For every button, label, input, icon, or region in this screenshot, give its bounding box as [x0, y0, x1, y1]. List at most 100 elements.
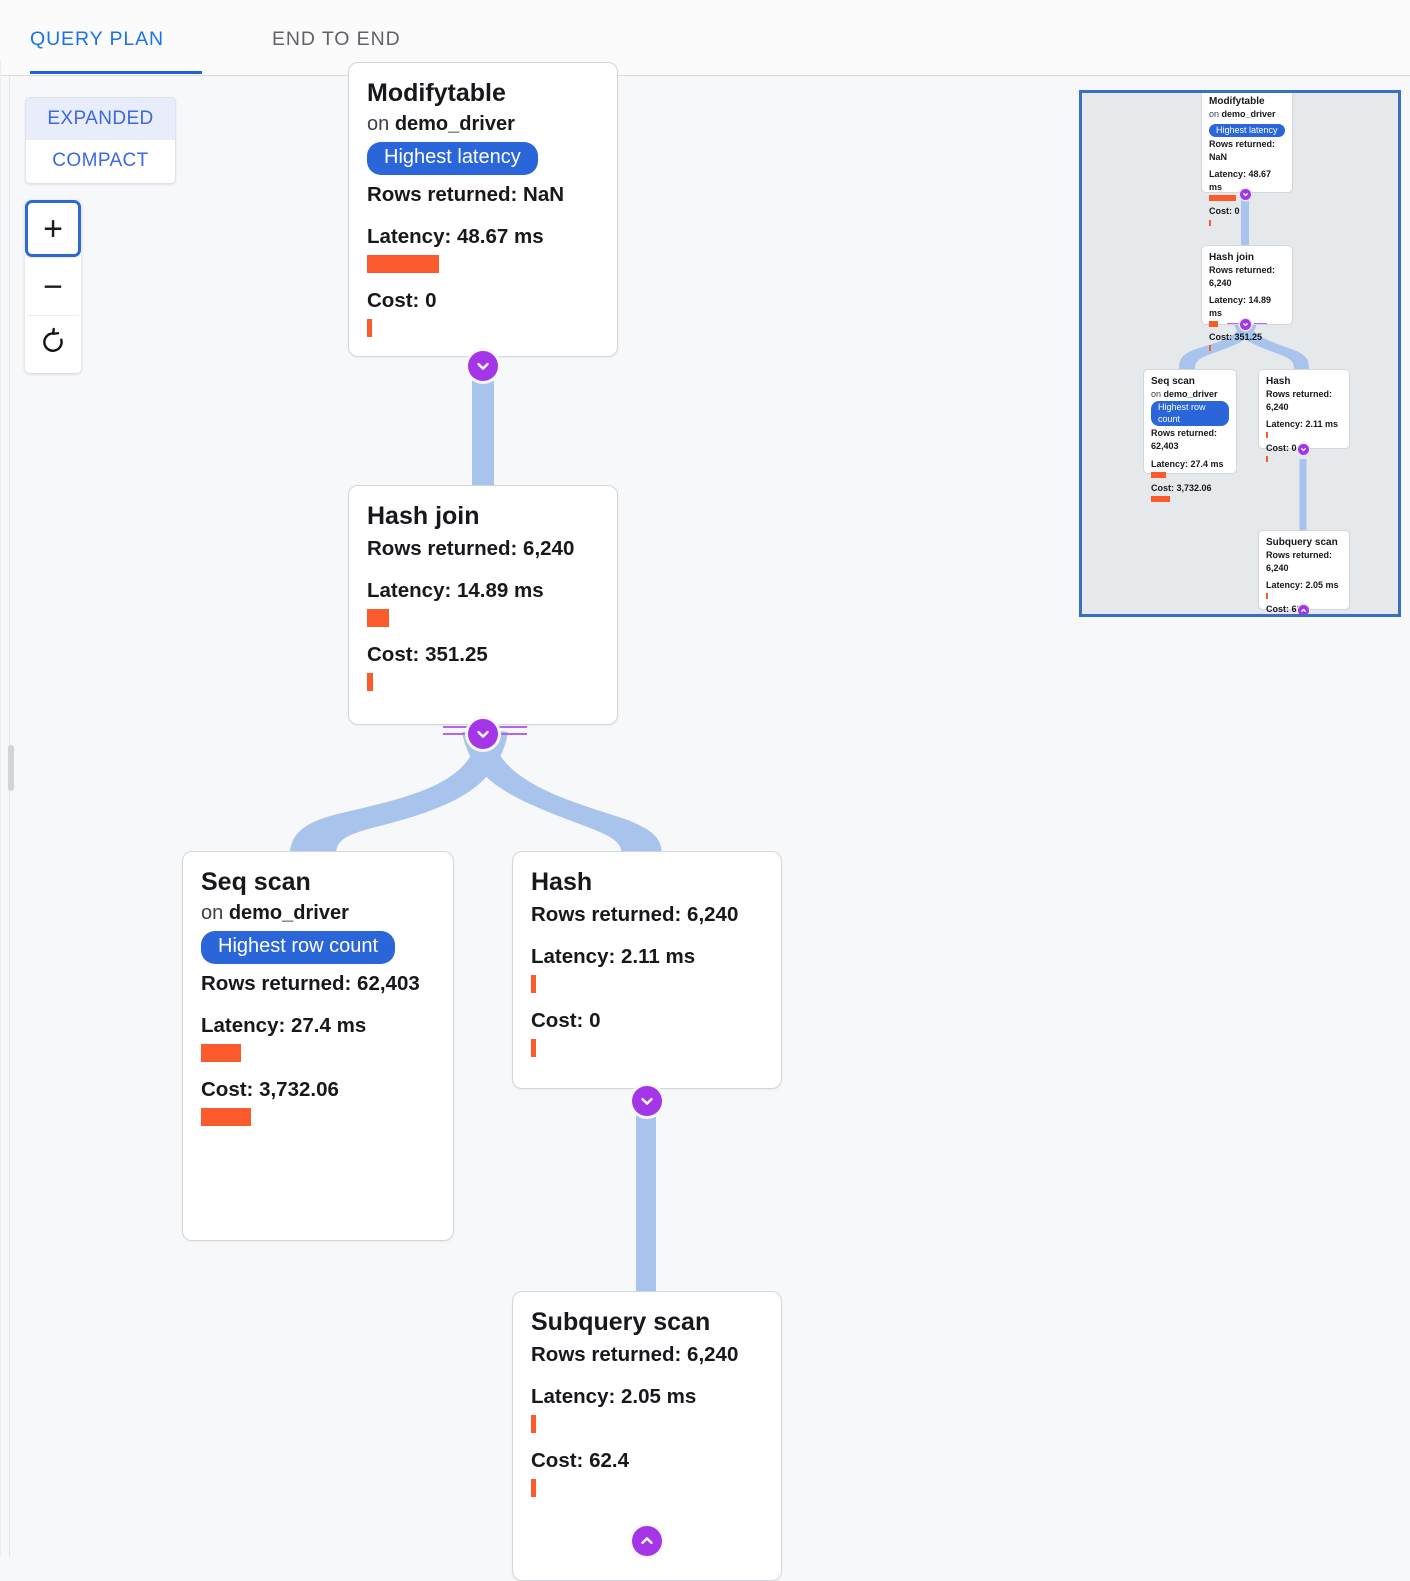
minimap-edge-layer — [1179, 195, 1309, 533]
toggle-collapse-modifytable[interactable] — [468, 351, 498, 381]
plan-node-modifytable[interactable]: Modifytable on demo_driver Highest laten… — [348, 62, 618, 357]
minimap-node-latency: Latency: 27.4 ms — [1151, 458, 1224, 469]
minimap-toggle-rail-left — [1227, 323, 1240, 326]
query-plan-canvas[interactable]: Modifytable on demo_driver Highest laten… — [0, 62, 1410, 1581]
node-relation-prefix: on — [367, 112, 390, 135]
minimap-node-cost-bar — [1266, 456, 1268, 463]
minimap-node-title: Seq scan — [1151, 376, 1195, 387]
zoom-divider-1 — [27, 257, 79, 258]
node-cost: Cost: 0 — [367, 288, 437, 312]
node-latency-bar — [367, 608, 389, 627]
minimap-node-latency: Latency: 48.67 ms — [1209, 169, 1272, 193]
plan-node-hash-join[interactable]: Hash join Rows returned: 6,240 Latency: … — [348, 485, 618, 725]
minimap-node-relation-name: demo_driver — [1221, 109, 1276, 119]
minimap-node-modifytable: Modifytable on demo_driver Highest laten… — [1201, 93, 1293, 226]
minimap-node-title: Hash join — [1209, 252, 1255, 263]
node-latency: Latency: 2.05 ms — [531, 1385, 697, 1409]
minimap-node-relation: on demo_driver — [1209, 108, 1285, 120]
minimap-node-cost: Cost: 3,732.06 — [1151, 482, 1212, 493]
tab-end-to-end-label: END TO END — [272, 28, 401, 50]
minimap-node-latency-bar — [1209, 195, 1236, 202]
query-plan-minimap[interactable]: Modifytable on demo_driver Highest laten… — [1079, 90, 1401, 617]
node-cost-bar — [367, 672, 373, 691]
tab-bar: QUERY PLAN END TO END — [0, 0, 1410, 76]
minimap-node-relation-prefix: on — [1209, 109, 1220, 119]
minimap-node-latency-bar — [1266, 432, 1268, 439]
node-title: Hash — [531, 868, 593, 896]
plus-icon: + — [43, 209, 63, 248]
zoom-reset-button[interactable] — [25, 316, 81, 373]
node-latency: Latency: 14.89 ms — [367, 579, 544, 603]
node-relation-name: demo_driver — [228, 901, 349, 924]
minimap-node-relation-name: demo_driver — [1163, 389, 1218, 399]
plan-node-subquery-scan[interactable]: Subquery scan Rows returned: 6,240 Laten… — [512, 1291, 782, 1581]
minimap-node-relation: on demo_driver — [1151, 388, 1229, 400]
plan-node-hash[interactable]: Hash Rows returned: 6,240 Latency: 2.11 … — [512, 851, 782, 1089]
node-cost-bar — [531, 1478, 536, 1497]
minimap-node-latency: Latency: 14.89 ms — [1209, 295, 1272, 319]
minus-icon: − — [43, 267, 63, 306]
toggle-expand-subquery-scan[interactable] — [632, 1526, 662, 1556]
zoom-out-button[interactable]: − — [25, 258, 81, 315]
vertical-scrollbar-thumb[interactable] — [8, 745, 14, 791]
view-mode-compact-button[interactable]: COMPACT — [26, 140, 175, 182]
minimap-toggle-subquery-scan — [1298, 605, 1309, 614]
minimap-node-rows: Rows returned: 6,240 — [1266, 550, 1333, 574]
tab-active-underline — [30, 70, 202, 74]
toggle-collapse-hash[interactable] — [632, 1086, 662, 1116]
minimap-toggle-modifytable — [1240, 189, 1251, 200]
node-latency: Latency: 48.67 ms — [367, 225, 544, 249]
node-title: Subquery scan — [531, 1308, 711, 1336]
node-relation-name: demo_driver — [394, 112, 515, 135]
chevron-up-icon — [1301, 608, 1306, 612]
minimap-node-latency: Latency: 2.05 ms — [1266, 580, 1339, 591]
node-cost: Cost: 3,732.06 — [201, 1077, 339, 1101]
minimap-node-latency: Latency: 2.11 ms — [1266, 419, 1339, 430]
toggle-rail-left-hash-join — [443, 726, 475, 740]
minimap-node-cost: Cost: 0 — [1209, 206, 1240, 217]
minimap-toggle-rail-right — [1254, 323, 1267, 326]
minimap-node-cost-bar — [1151, 495, 1170, 502]
view-mode-expanded-button[interactable]: EXPANDED — [26, 98, 175, 140]
node-latency-bar — [367, 254, 439, 273]
node-title: Modifytable — [367, 79, 506, 107]
minimap-node-seq-scan: Seq scan on demo_driver Highest row coun… — [1143, 369, 1237, 502]
node-relation: on demo_driver — [201, 900, 435, 927]
minimap-node-cost-bar — [1209, 345, 1211, 352]
toggle-collapse-hash-join[interactable] — [468, 719, 498, 749]
node-cost-bar — [367, 318, 372, 337]
minimap-node-rows: Rows returned: NaN — [1209, 139, 1276, 163]
plan-node-seq-scan[interactable]: Seq scan on demo_driver Highest row coun… — [182, 851, 454, 1241]
zoom-in-button[interactable]: + — [25, 200, 81, 257]
minimap-node-latency-bar — [1209, 321, 1218, 328]
node-badge: Highest latency — [367, 141, 538, 175]
node-rows-returned: Rows returned: 62,403 — [201, 971, 420, 995]
node-cost-bar — [531, 1038, 536, 1057]
minimap-node-cost: Cost: 62.4 — [1266, 604, 1310, 615]
tab-query-plan[interactable]: QUERY PLAN — [30, 22, 202, 74]
node-latency-bar — [531, 974, 536, 993]
minimap-node-rows: Rows returned: 6,240 — [1266, 389, 1333, 413]
tab-end-to-end[interactable]: END TO END — [272, 22, 462, 70]
node-relation-prefix: on — [201, 901, 224, 924]
zoom-controls: + − — [25, 200, 81, 373]
node-cost-bar — [201, 1107, 251, 1126]
minimap-node-cost-bar — [1209, 219, 1211, 226]
minimap-node-hash-join: Hash join Rows returned: 6,240 Latency: … — [1201, 245, 1293, 352]
minimap-node-badge: Highest latency — [1209, 124, 1285, 138]
minimap-node-latency-bar — [1151, 471, 1166, 478]
minimap-content: Modifytable on demo_driver Highest laten… — [1082, 93, 1398, 614]
minimap-node-subquery-scan: Subquery scan Rows returned: 6,240 Laten… — [1258, 530, 1350, 614]
minimap-node-rows: Rows returned: 62,403 — [1151, 428, 1218, 452]
chevron-down-icon — [477, 362, 489, 370]
minimap-node-cost: Cost: 0 — [1266, 443, 1297, 454]
node-cost: Cost: 0 — [531, 1008, 601, 1032]
minimap-node-title: Subquery scan — [1266, 537, 1338, 548]
node-rows-returned: Rows returned: 6,240 — [531, 902, 739, 926]
tab-query-plan-label: QUERY PLAN — [30, 28, 164, 50]
chevron-down-icon — [477, 730, 489, 738]
node-latency: Latency: 2.11 ms — [531, 945, 696, 969]
chevron-down-icon — [1243, 193, 1248, 197]
panel-divider — [9, 76, 10, 1556]
chevron-up-icon — [641, 1537, 653, 1545]
